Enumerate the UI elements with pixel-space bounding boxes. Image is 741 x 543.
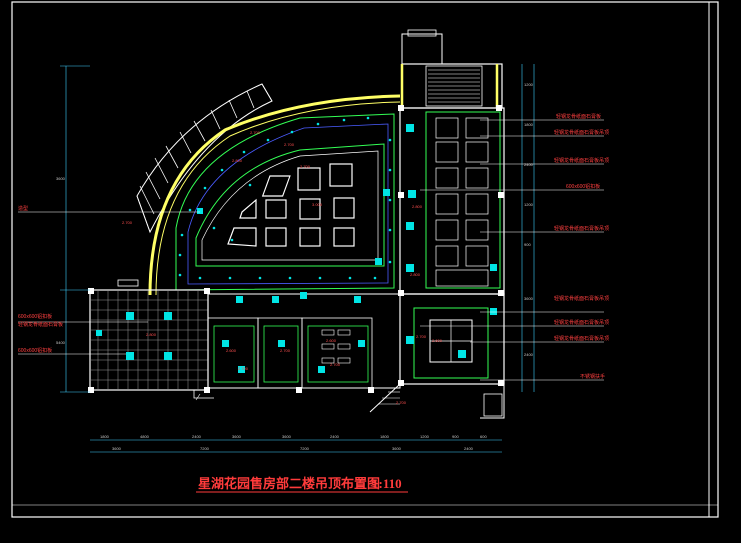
dim-label: 2400: [524, 162, 534, 167]
light-fixture-icon: [197, 189, 390, 265]
dim-label: 3600: [56, 176, 66, 181]
height-tag: 2.800: [412, 204, 423, 209]
note-label: 轻钢龙骨纸面石膏板吊顶: [554, 319, 609, 326]
height-tag: 2.700: [396, 400, 407, 405]
height-tag: 2.700: [416, 334, 427, 339]
height-tag: 2.600: [326, 338, 337, 343]
note-label: 轻钢龙骨纸面石膏板吊顶: [554, 225, 609, 232]
right-dims: 1200 1800 2400 1200 900 3600 2400: [524, 82, 534, 357]
bottom-dims-bottom: 3600 7200 7200 3600 2400: [112, 446, 474, 451]
dim-label: 4800: [140, 434, 150, 439]
height-tag: 2.700: [250, 130, 261, 135]
dim-label: 3600: [392, 446, 402, 451]
note-label: 轻钢龙骨纸面石膏板吊顶: [554, 129, 609, 136]
dim-label: 3600: [232, 434, 242, 439]
height-tag: 2.700: [300, 164, 311, 169]
height-tag: 2.700: [238, 366, 249, 371]
dim-label: 2400: [192, 434, 202, 439]
note-label: 600x600铝扣板: [18, 347, 52, 354]
dim-label: 7200: [200, 446, 210, 451]
drawing-scale: 1:110: [372, 476, 402, 491]
height-tag: 2.800: [146, 332, 157, 337]
dim-label: 3600: [524, 296, 534, 301]
column-icon: [88, 288, 374, 393]
curved-wing: [136, 83, 401, 296]
height-tag: 2.600: [226, 348, 237, 353]
light-fixture-icon: [96, 312, 172, 360]
dim-label: 1200: [420, 434, 430, 439]
height-tag: 2.700: [122, 220, 133, 225]
left-dims: 3600 5400: [56, 176, 66, 345]
dim-label: 5400: [56, 340, 66, 345]
right-notes: 轻钢龙骨纸面石膏板 轻钢龙骨纸面石膏板吊顶 轻钢龙骨纸面石膏板吊顶 600x60…: [554, 113, 609, 380]
note-label: 轻钢龙骨纸面石膏板: [18, 321, 63, 328]
dim-label: 3600: [282, 434, 292, 439]
left-leaders: [18, 211, 200, 355]
column-icon: [398, 105, 504, 386]
height-tag: 3.000: [312, 202, 323, 207]
note-label: 造型: [18, 205, 28, 212]
dim-label: 1800: [380, 434, 390, 439]
light-fixture-icon: [222, 292, 365, 373]
middle-rooms: [88, 288, 401, 401]
right-leaders: [420, 119, 604, 381]
height-tag: 2.700: [284, 142, 295, 147]
note-label: 轻钢龙骨纸面石膏板吊顶: [554, 335, 609, 342]
dim-label: 2400: [524, 352, 534, 357]
dim-label: 900: [452, 434, 459, 439]
height-tag: 2.700: [330, 362, 341, 367]
height-tag: 2.800: [232, 158, 243, 163]
dimension-lines: [60, 64, 535, 453]
bottom-dims-top: 1800 4800 2400 3600 3600 2400 1800 1200 …: [100, 434, 487, 439]
note-label: 600x600铝扣板: [18, 313, 52, 320]
note-label: 轻钢龙骨纸面石膏板: [556, 113, 601, 120]
title-block: 星湖花园售房部二楼吊顶布置图 1:110: [196, 476, 408, 493]
grid-ceiling-room: [89, 279, 209, 391]
dim-label: 900: [524, 242, 531, 247]
dim-label: 2400: [330, 434, 340, 439]
note-label: 不锈钢扶手: [580, 373, 605, 380]
left-notes: 造型 600x600铝扣板 轻钢龙骨纸面石膏板 600x600铝扣板: [18, 205, 63, 354]
drawing-title: 星湖花园售房部二楼吊顶布置图: [198, 476, 380, 491]
dim-label: 1200: [524, 202, 534, 207]
note-label: 轻钢龙骨纸面石膏板吊顶: [554, 295, 609, 302]
dim-label: 2400: [464, 446, 474, 451]
height-tag: 2.600: [432, 338, 443, 343]
dim-label: 3600: [112, 446, 122, 451]
right-block: [369, 29, 505, 419]
dim-label: 600: [480, 434, 487, 439]
note-label: 600x600铝扣板: [566, 183, 600, 190]
downlight-icon: [178, 116, 392, 280]
drawing-frame: [11, 1, 719, 518]
height-tag: 2.800: [410, 272, 421, 277]
light-fixture-icon: [406, 124, 497, 272]
dim-label: 1200: [524, 82, 534, 87]
dim-label: 1800: [100, 434, 110, 439]
ceiling-height-tags: 2.700 2.700 2.800 2.700 3.000 2.800 2.80…: [122, 130, 443, 405]
dim-label: 1800: [524, 122, 534, 127]
light-fixture-icon: [406, 308, 497, 358]
dim-label: 7200: [300, 446, 310, 451]
height-tag: 2.700: [280, 348, 291, 353]
note-label: 轻钢龙骨纸面石膏板吊顶: [554, 157, 609, 164]
